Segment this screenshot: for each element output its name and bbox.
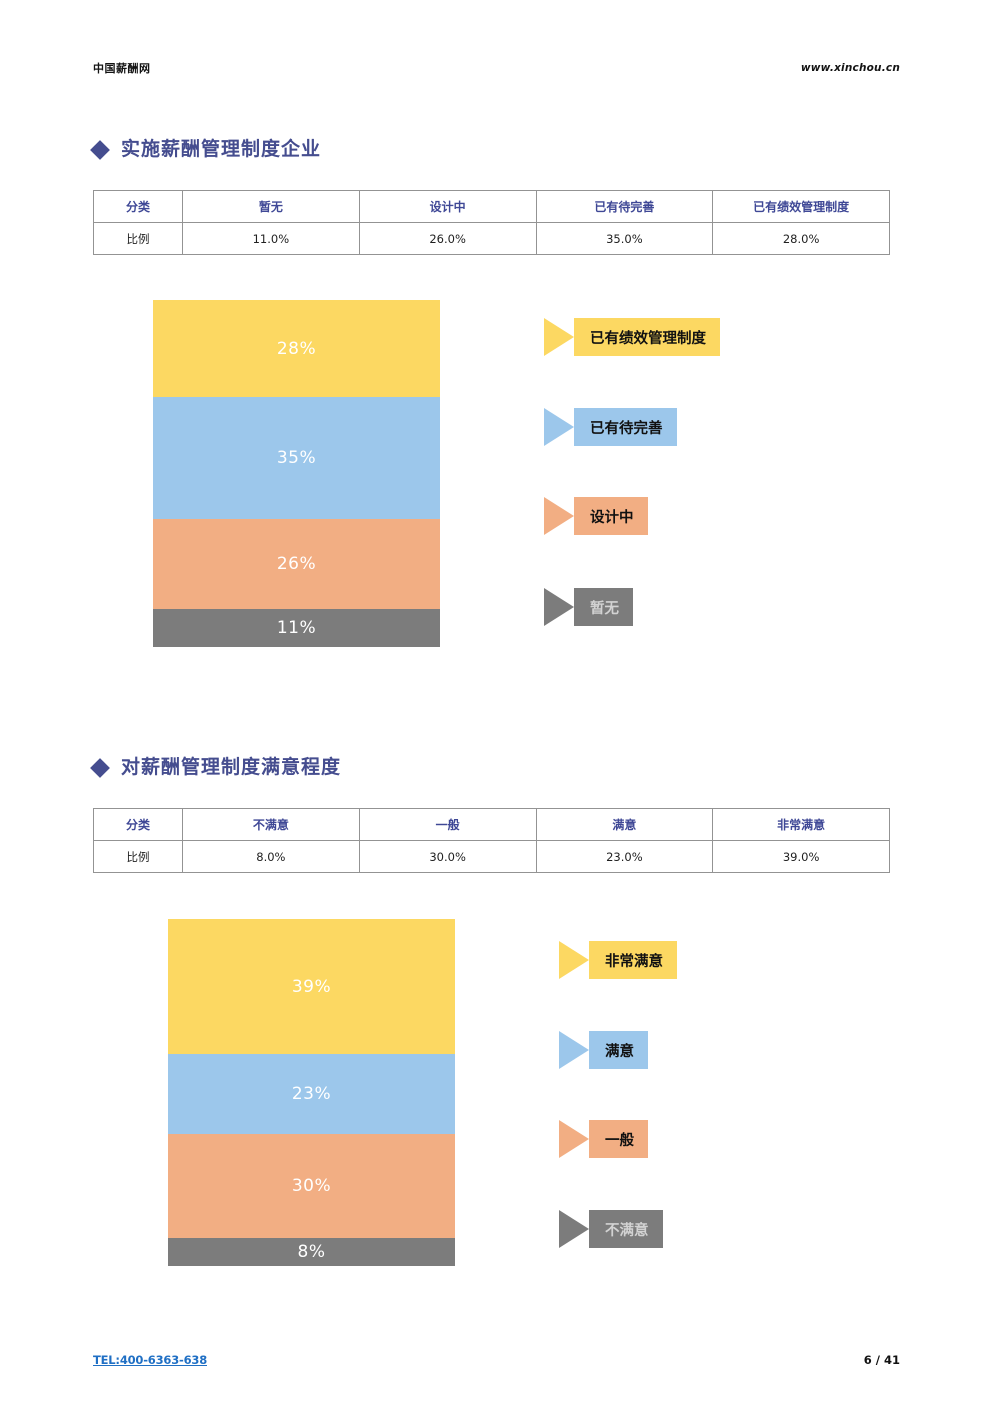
- legend-item-0[interactable]: 非常满意: [559, 941, 677, 979]
- legend-label: 暂无: [574, 588, 633, 626]
- triangle-right-icon: [544, 497, 574, 535]
- legend-item-2[interactable]: 设计中: [544, 497, 648, 535]
- bar-segment-dissatisfied: 8%: [168, 1238, 455, 1266]
- legend-label: 非常满意: [589, 941, 677, 979]
- legend-item-1[interactable]: 已有待完善: [544, 408, 677, 446]
- legend-label: 不满意: [589, 1210, 663, 1248]
- bar-segment-yes-performance-system: 28%: [153, 300, 440, 398]
- table-header-cell: 不满意: [182, 808, 360, 841]
- legend-item-0[interactable]: 已有绩效管理制度: [544, 318, 720, 356]
- table-header-cell: 已有绩效管理制度: [712, 190, 890, 223]
- table-cell-value: 23.0%: [535, 840, 714, 873]
- legend-label: 已有待完善: [574, 408, 677, 446]
- triangle-right-icon: [559, 941, 589, 979]
- data-table-1: 分类 暂无 设计中 已有待完善 已有绩效管理制度 比例 11.0% 26.0% …: [93, 190, 890, 255]
- table-cell-value: 11.0%: [182, 222, 360, 255]
- triangle-right-icon: [559, 1210, 589, 1248]
- legend-label: 设计中: [574, 497, 648, 535]
- table-cell-value: 8.0%: [182, 840, 360, 873]
- stacked-bar-chart-1: 28% 35% 26% 11%: [153, 300, 440, 647]
- legend-item-3[interactable]: 暂无: [544, 588, 633, 626]
- legend-label: 已有绩效管理制度: [574, 318, 720, 356]
- bar-segment-very-satisfied: 39%: [168, 919, 455, 1055]
- triangle-right-icon: [544, 588, 574, 626]
- triangle-right-icon: [544, 318, 574, 356]
- table-header-cell: 分类: [93, 808, 183, 841]
- bar-segment-none: 11%: [153, 608, 440, 647]
- triangle-right-icon: [544, 408, 574, 446]
- triangle-right-icon: [559, 1120, 589, 1158]
- table-cell-value: 28.0%: [712, 222, 890, 255]
- table-header-cell: 非常满意: [712, 808, 890, 841]
- table-header-cell: 已有待完善: [535, 190, 714, 223]
- legend-item-1[interactable]: 满意: [559, 1031, 648, 1069]
- section-heading-1: 实施薪酬管理制度企业: [90, 138, 322, 160]
- section-title-1: 实施薪酬管理制度企业: [121, 138, 322, 160]
- table-header-cell: 设计中: [358, 190, 537, 223]
- table-row-label: 比例: [93, 840, 183, 873]
- table-header-row: 分类 不满意 一般 满意 非常满意: [93, 808, 890, 841]
- bar-segment-neutral: 30%: [168, 1134, 455, 1239]
- table-header-cell: 一般: [358, 808, 537, 841]
- table-cell-value: 26.0%: [358, 222, 537, 255]
- table-cell-value: 39.0%: [712, 840, 890, 873]
- legend-item-3[interactable]: 不满意: [559, 1210, 663, 1248]
- stacked-bar-chart-2: 39% 23% 30% 8%: [168, 919, 455, 1266]
- footer-page-number: 6 / 41: [863, 1353, 900, 1367]
- section-heading-2: 对薪酬管理制度满意程度: [90, 756, 342, 778]
- table-cell-value: 30.0%: [358, 840, 537, 873]
- table-row: 比例 8.0% 30.0% 23.0% 39.0%: [93, 840, 890, 873]
- table-row-label: 比例: [93, 222, 183, 255]
- diamond-bullet-icon: [90, 139, 110, 160]
- bar-segment-designing: 26%: [153, 518, 440, 609]
- legend-label: 满意: [589, 1031, 648, 1069]
- bar-segment-exists-to-improve: 35%: [153, 397, 440, 519]
- legend-item-2[interactable]: 一般: [559, 1120, 648, 1158]
- table-cell-value: 35.0%: [535, 222, 714, 255]
- footer-telephone-link[interactable]: TEL:400-6363-638: [93, 1353, 207, 1367]
- table-header-row: 分类 暂无 设计中 已有待完善 已有绩效管理制度: [93, 190, 890, 223]
- header-website: www.xinchou.cn: [800, 62, 900, 74]
- legend-label: 一般: [589, 1120, 648, 1158]
- table-row: 比例 11.0% 26.0% 35.0% 28.0%: [93, 222, 890, 255]
- diamond-bullet-icon: [90, 757, 110, 778]
- bar-segment-satisfied: 23%: [168, 1054, 455, 1135]
- section-title-2: 对薪酬管理制度满意程度: [121, 756, 342, 778]
- table-header-cell: 满意: [535, 808, 714, 841]
- header-brand: 中国薪酬网: [93, 62, 151, 75]
- triangle-right-icon: [559, 1031, 589, 1069]
- data-table-2: 分类 不满意 一般 满意 非常满意 比例 8.0% 30.0% 23.0% 39…: [93, 808, 890, 873]
- table-header-cell: 暂无: [182, 190, 360, 223]
- table-header-cell: 分类: [93, 190, 183, 223]
